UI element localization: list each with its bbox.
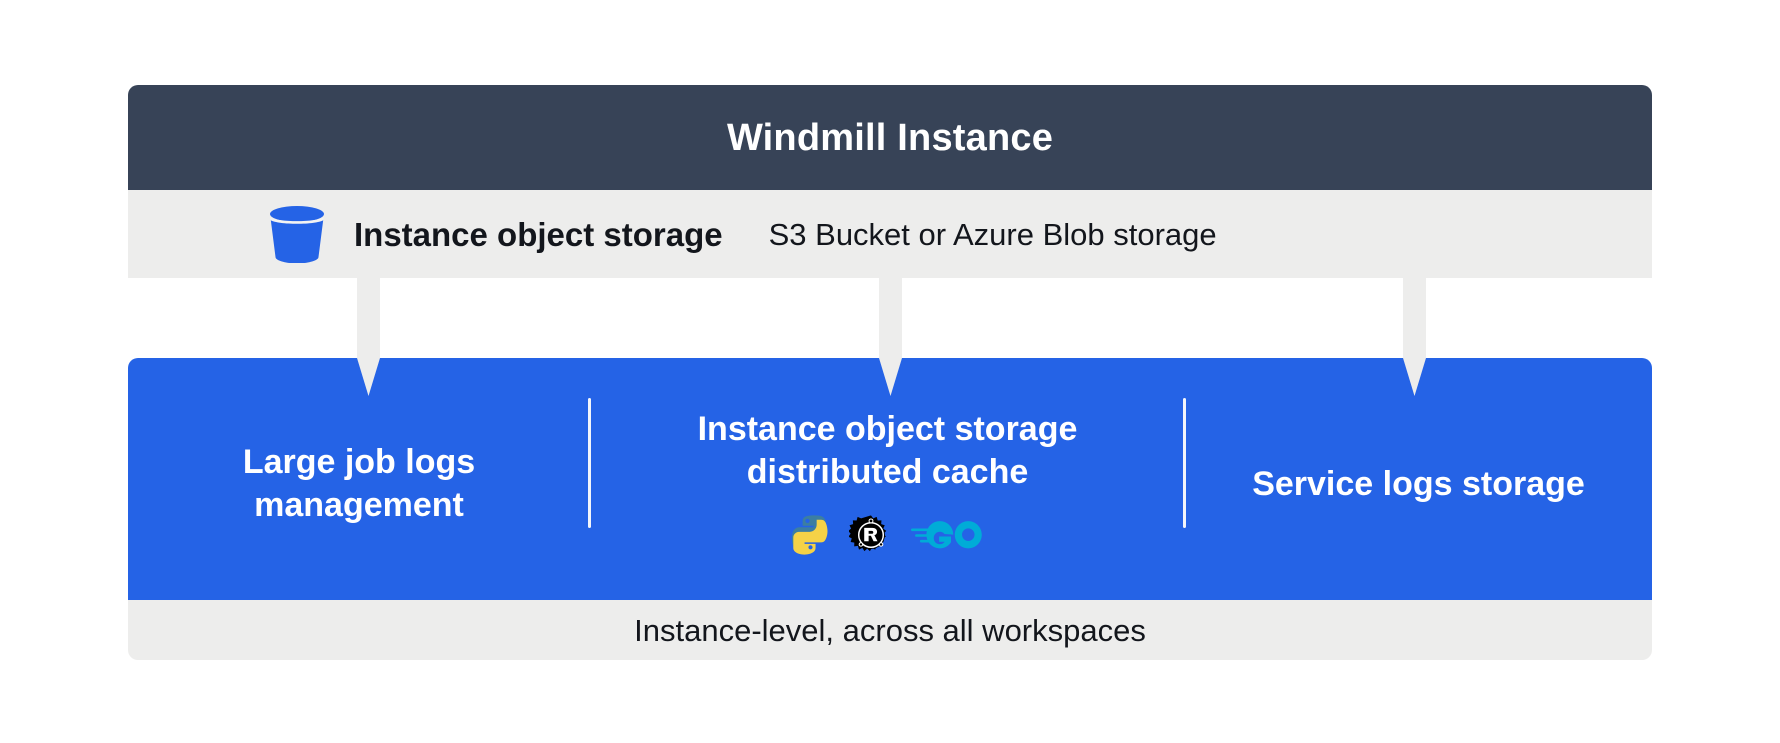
connector-arrow-head-1 (357, 358, 380, 396)
connector-arrow-shaft-1 (357, 278, 380, 358)
card-footer: Instance-level, across all workspaces (128, 600, 1652, 660)
instance-object-storage-band: Instance object storage S3 Bucket or Azu… (128, 190, 1652, 278)
storage-band-title: Instance object storage (354, 215, 723, 253)
language-icon-row (787, 510, 989, 560)
windmill-instance-card: Windmill Instance Instance object storag… (128, 85, 1652, 660)
panel-column-title-1: Large job logs management (242, 443, 476, 524)
panel-column-distributed-cache: Instance object storage distributed cach… (588, 358, 1185, 600)
python-icon (787, 513, 831, 557)
page-title: Windmill Instance (726, 116, 1054, 159)
panel-column-title-3: Service logs storage (1252, 464, 1585, 503)
connector-arrow-shaft-2 (879, 278, 902, 358)
connector-arrow-head-2 (879, 358, 902, 396)
panel-column-service-logs: Service logs storage (1183, 358, 1652, 600)
s3-bucket-icon (266, 205, 328, 263)
capabilities-panel: Large job logs management Instance objec… (128, 358, 1652, 600)
panel-divider-right (1183, 398, 1186, 528)
panel-divider-left (588, 398, 591, 528)
connector-arrow-head-3 (1403, 358, 1426, 396)
footer-label: Instance-level, across all workspaces (634, 612, 1146, 648)
go-icon (910, 515, 989, 555)
card-header: Windmill Instance (128, 85, 1652, 190)
rust-icon (848, 513, 893, 557)
connector-zone (128, 278, 1652, 358)
storage-band-subtitle: S3 Bucket or Azure Blob storage (768, 216, 1217, 252)
panel-column-large-job-logs: Large job logs management (128, 358, 590, 600)
connector-arrow-shaft-3 (1403, 278, 1426, 358)
panel-column-title-2: Instance object storage distributed cach… (697, 410, 1078, 491)
